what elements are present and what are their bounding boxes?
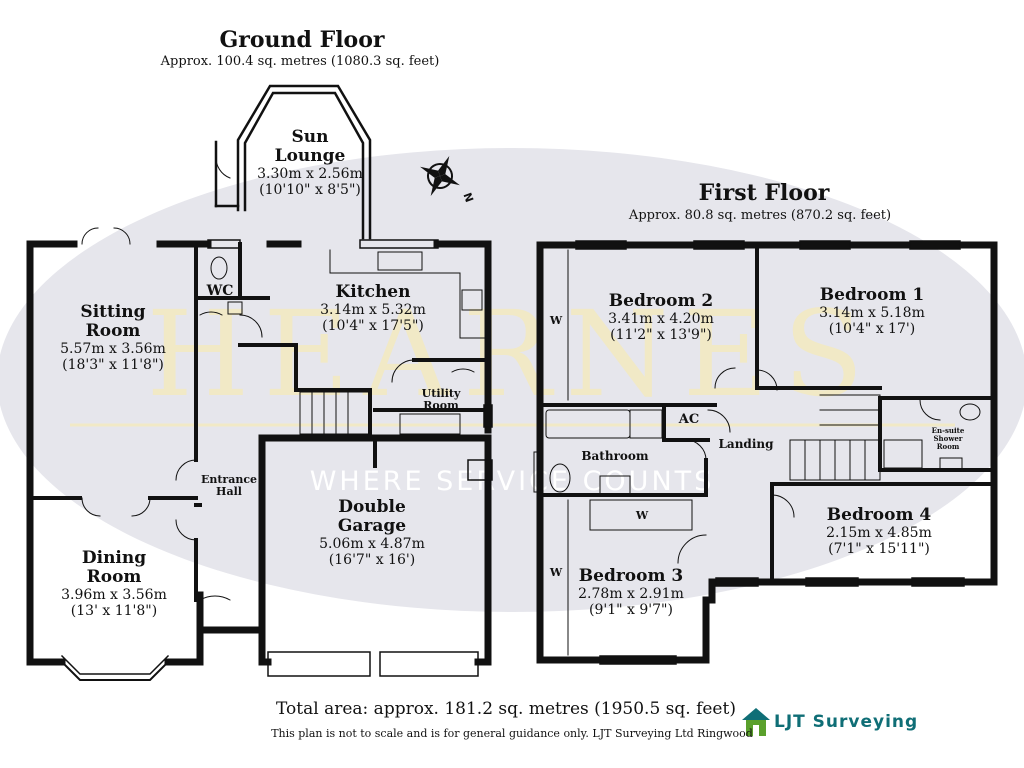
room-bathroom: Bathroom bbox=[581, 450, 648, 462]
dining-bay-window-inner bbox=[60, 654, 170, 675]
room-bedroom-4: Bedroom 4 2.15m x 4.85m (7'1" x 15'11") bbox=[826, 505, 932, 558]
room-dims-imperial: (7'1" x 15'11") bbox=[828, 541, 930, 557]
room-dims-metric: 3.41m x 4.20m bbox=[608, 311, 714, 327]
wardrobes bbox=[567, 249, 693, 656]
room-name-line: Room bbox=[85, 321, 141, 341]
wardrobe-mark: W bbox=[549, 566, 563, 579]
room-sitting-room: Sitting Room 5.57m x 3.56m (18'3" x 11'8… bbox=[60, 302, 166, 374]
room-name-line: Kitchen bbox=[335, 282, 411, 302]
watermark-tagline: WHERE SERVICE COUNTS bbox=[310, 466, 715, 497]
room-ac: AC bbox=[678, 412, 700, 427]
room-double-garage: Double Garage 5.06m x 4.87m (16'7" x 16'… bbox=[319, 497, 425, 569]
total-area: Total area: approx. 181.2 sq. metres (19… bbox=[276, 699, 736, 719]
dining-bay-window bbox=[60, 660, 170, 681]
room-dims-metric: 3.30m x 2.56m bbox=[257, 166, 363, 182]
room-name-line: Bedroom 3 bbox=[578, 566, 684, 586]
room-name-line: En-suite bbox=[931, 426, 965, 435]
room-name-line: Entrance bbox=[200, 473, 258, 486]
room-landing: Landing bbox=[718, 438, 773, 450]
sun-lounge-walls bbox=[214, 84, 372, 240]
room-dims-imperial: (11'2" x 13'9") bbox=[610, 327, 712, 343]
room-dims-imperial: (9'1" x 9'7") bbox=[589, 602, 673, 618]
room-utility: Utility Room bbox=[422, 388, 461, 412]
room-name-line: Sun bbox=[291, 127, 329, 147]
room-dims-imperial: (10'4" x 17') bbox=[828, 321, 916, 337]
ground-floor-area: Approx. 100.4 sq. metres (1080.3 sq. fee… bbox=[160, 54, 440, 69]
room-name-line: Landing bbox=[718, 437, 774, 451]
room-name-line: Lounge bbox=[274, 146, 346, 166]
ground-floor-stairs bbox=[299, 391, 371, 435]
room-name-line: Double bbox=[338, 497, 406, 517]
room-name-line: Bedroom 2 bbox=[608, 291, 714, 311]
disclaimer: This plan is not to scale and is for gen… bbox=[271, 727, 753, 740]
room-name-line: Room bbox=[423, 399, 459, 412]
en-suite-fittings bbox=[883, 403, 981, 471]
first-floor-windows bbox=[575, 240, 965, 665]
first-floor-plan bbox=[533, 240, 998, 665]
watermark-ellipse bbox=[0, 148, 1024, 612]
room-entrance-hall: Entrance Hall bbox=[201, 474, 257, 498]
ljt-logo-text: LJT Surveying bbox=[774, 712, 919, 732]
room-name-line: Bedroom 4 bbox=[826, 505, 932, 525]
compass-rose bbox=[420, 156, 460, 196]
room-bedroom-1: Bedroom 1 3.14m x 5.18m (10'4" x 17') bbox=[819, 285, 925, 338]
wc-toilet bbox=[210, 256, 228, 280]
room-name-line: Dining bbox=[81, 548, 147, 568]
bathroom-fittings bbox=[533, 409, 663, 495]
compass-north-label: N bbox=[460, 191, 475, 204]
room-name-line: Bedroom 1 bbox=[819, 285, 925, 305]
room-name-line: Utility bbox=[421, 387, 461, 400]
room-sun-lounge: Sun Lounge 3.30m x 2.56m (10'10" x 8'5") bbox=[257, 127, 363, 199]
room-dims-imperial: (16'7" x 16') bbox=[328, 552, 416, 568]
room-dims-metric: 2.15m x 4.85m bbox=[826, 525, 932, 541]
room-name-line: Sitting bbox=[80, 302, 146, 322]
garage-doors bbox=[267, 651, 479, 677]
room-name-line: Shower bbox=[933, 434, 963, 443]
wardrobe-mark: W bbox=[635, 509, 649, 522]
room-name-line: Garage bbox=[337, 516, 407, 536]
first-floor-title: First Floor bbox=[698, 180, 830, 206]
room-name-line: Bathroom bbox=[581, 449, 649, 463]
room-name-line: Room bbox=[86, 567, 142, 587]
first-floor-area: Approx. 80.8 sq. metres (870.2 sq. feet) bbox=[628, 208, 892, 223]
room-name-line: Room bbox=[936, 442, 960, 451]
ground-floor-windows bbox=[207, 239, 493, 481]
room-dining-room: Dining Room 3.96m x 3.56m (13' x 11'8") bbox=[61, 548, 167, 620]
room-name-line: WC bbox=[206, 283, 234, 299]
room-dims-metric: 3.14m x 5.32m bbox=[320, 302, 426, 318]
first-floor-internal-walls bbox=[538, 247, 992, 584]
ground-floor-doors bbox=[81, 155, 475, 601]
first-floor-doors bbox=[677, 367, 941, 564]
room-dims-metric: 5.57m x 3.56m bbox=[60, 341, 166, 357]
room-dims-imperial: (18'3" x 11'8") bbox=[62, 357, 164, 373]
room-dims-metric: 5.06m x 4.87m bbox=[319, 536, 425, 552]
room-dims-metric: 3.96m x 3.56m bbox=[61, 587, 167, 603]
room-dims-metric: 2.78m x 2.91m bbox=[578, 586, 684, 602]
room-bedroom-2: Bedroom 2 3.41m x 4.20m (11'2" x 13'9") bbox=[608, 291, 714, 344]
watermark: HEARNES WHERE SERVICE COUNTS bbox=[0, 148, 1024, 612]
room-dims-imperial: (13' x 11'8") bbox=[70, 603, 158, 619]
room-dims-metric: 3.14m x 5.18m bbox=[819, 305, 925, 321]
room-dims-imperial: (10'4" x 17'5") bbox=[322, 318, 424, 334]
room-name-line: Hall bbox=[216, 485, 242, 498]
room-wc: WC bbox=[207, 282, 234, 301]
ljt-house-icon bbox=[742, 708, 770, 736]
kitchen-units bbox=[329, 249, 485, 435]
ground-floor-internal-walls bbox=[32, 242, 490, 602]
first-floor-stairs bbox=[789, 394, 881, 481]
ground-floor-plan bbox=[26, 84, 493, 681]
room-en-suite: En-suite Shower Room bbox=[932, 427, 965, 451]
wardrobe-mark: W bbox=[549, 314, 563, 327]
room-bedroom-3: Bedroom 3 2.78m x 2.91m (9'1" x 9'7") bbox=[578, 566, 684, 619]
room-dims-imperial: (10'10" x 8'5") bbox=[259, 182, 361, 198]
watermark-brand: HEARNES bbox=[146, 285, 877, 423]
ljt-logo: LJT Surveying bbox=[738, 704, 918, 740]
room-kitchen: Kitchen 3.14m x 5.32m (10'4" x 17'5") bbox=[320, 282, 426, 335]
first-floor-exterior-walls bbox=[536, 241, 998, 664]
ground-floor-title: Ground Floor bbox=[219, 27, 385, 53]
wc-basin bbox=[227, 301, 243, 315]
